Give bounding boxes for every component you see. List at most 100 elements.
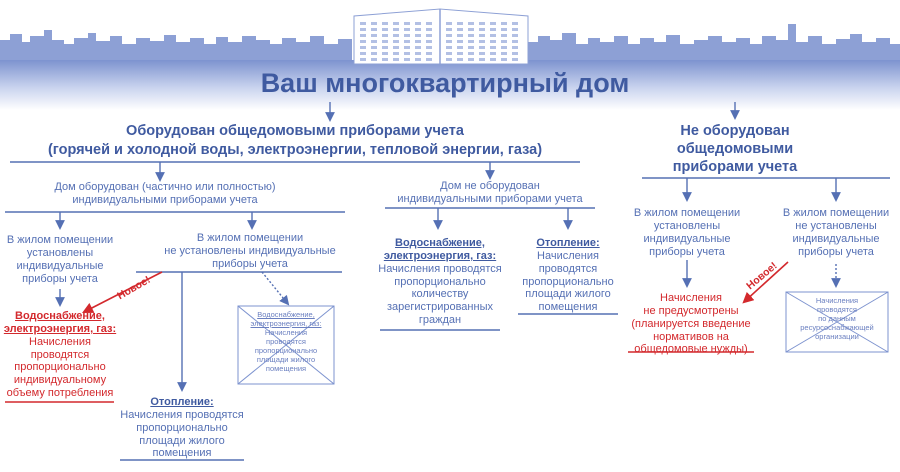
building-window [501,22,507,25]
building-window [371,34,377,37]
label-line: Дом не оборудован [440,180,540,192]
box-heading: Водоснабжение, [257,310,315,319]
building-window [446,40,452,43]
label-line: не установлены индивидуальные [164,244,336,257]
building-window [393,34,399,37]
building-window [501,58,507,61]
building-window [426,22,432,25]
label-line: индивидуальными приборами учета [72,193,258,206]
building-window [479,34,485,37]
result-line: общедомовые нужды) [634,343,748,356]
building-window [415,34,421,37]
building-window [360,46,366,49]
building-window [468,46,474,49]
label-line: приборы учета [22,272,98,285]
building-window [501,52,507,55]
branch-equipped-title-line2: (горячей и холодной воды, электроэнергии… [47,141,543,158]
result-line: проводятся [538,262,598,275]
connector [261,271,290,306]
building-window [393,52,399,55]
box-line: Начисления [264,328,308,337]
label-line: В жилом помещении [633,207,741,219]
building-window [371,28,377,31]
building-window [360,58,366,61]
label-line: индивидуальные [792,232,880,245]
result-line: не предусмотрены [643,304,739,317]
building-window [512,58,518,61]
water-result-middle: Водоснабжение, электроэнергия, газ: Начи… [374,237,506,327]
individual-no-label: Дом не оборудован индивидуальными прибор… [390,180,590,206]
branch-not-equipped-title: Не оборудован общедомовыми приборами уче… [650,122,820,176]
building-window [393,28,399,31]
result-line: помещения [538,301,598,314]
result-line: граждан [418,314,462,327]
skyline-silhouette [0,30,352,62]
label-line: приборы учета [212,257,288,270]
building-window [382,46,388,49]
crossed-box-not-equipped-text: Начисления проводятся по данным ресурсос… [788,296,886,341]
building-window [446,34,452,37]
building-window [479,52,485,55]
building-window [382,58,388,61]
result-heading: Отопление: [536,237,600,249]
building-window [415,40,421,43]
building-window [479,46,485,49]
right-not-installed-label: В жилом помещении не установлены индивид… [776,207,896,258]
building-window [490,46,496,49]
label-line: В жилом помещении [196,232,304,244]
result-line: Начисления проводятся [378,262,502,275]
building-window [512,28,518,31]
building-window [457,52,463,55]
label-line: Дом оборудован (частично или полностью) [54,181,276,193]
building-window [404,22,410,25]
title-band [0,60,900,110]
box-line: организации [815,332,859,341]
result-line: площади жилого [525,288,611,301]
label-line: В жилом помещении [6,234,114,246]
building-window [382,34,388,37]
building-window [360,34,366,37]
building-window [501,46,507,49]
label-line: индивидуальными приборами учета [397,192,583,205]
building-window [446,58,452,61]
label-line: В жилом помещении [782,207,890,219]
box-line: помещения [265,364,307,373]
building-window [457,34,463,37]
building-window [371,46,377,49]
result-line: пропорционально [394,275,486,288]
label-line: установлены [26,246,94,259]
building-window [382,40,388,43]
result-line: Начисления [537,249,599,262]
right-installed-label: В жилом помещении установлены индивидуал… [632,207,742,258]
building-window [490,52,496,55]
building-window [404,46,410,49]
building-window [501,40,507,43]
building-window [393,46,399,49]
building-window [371,58,377,61]
building-window [382,52,388,55]
branch-equipped-title-line1: Оборудован общедомовыми приборами учета [126,123,464,139]
building-window [360,22,366,25]
installed-result: Водоснабжение, электроэнергия, газ: Начи… [0,310,120,400]
result-line: индивидуальному [13,374,107,387]
building-window [426,34,432,37]
result-heading: электроэнергия, газ: [383,249,497,262]
building-window [393,40,399,43]
label-line: не установлены [795,219,877,232]
box-line: ресурсоснабжающей [800,323,874,332]
building-window [468,40,474,43]
result-line: (планируется введение [631,317,751,330]
building-window [512,52,518,55]
building-window [404,28,410,31]
building-window [404,34,410,37]
building-window [490,34,496,37]
result-line: Начисления [29,335,91,348]
building-window [479,28,485,31]
building-window [457,28,463,31]
building-window [404,58,410,61]
building-window [393,58,399,61]
heating-result-middle: Отопление: Начисления проводятся пропорц… [512,237,624,314]
building-window [415,28,421,31]
building-window [446,46,452,49]
